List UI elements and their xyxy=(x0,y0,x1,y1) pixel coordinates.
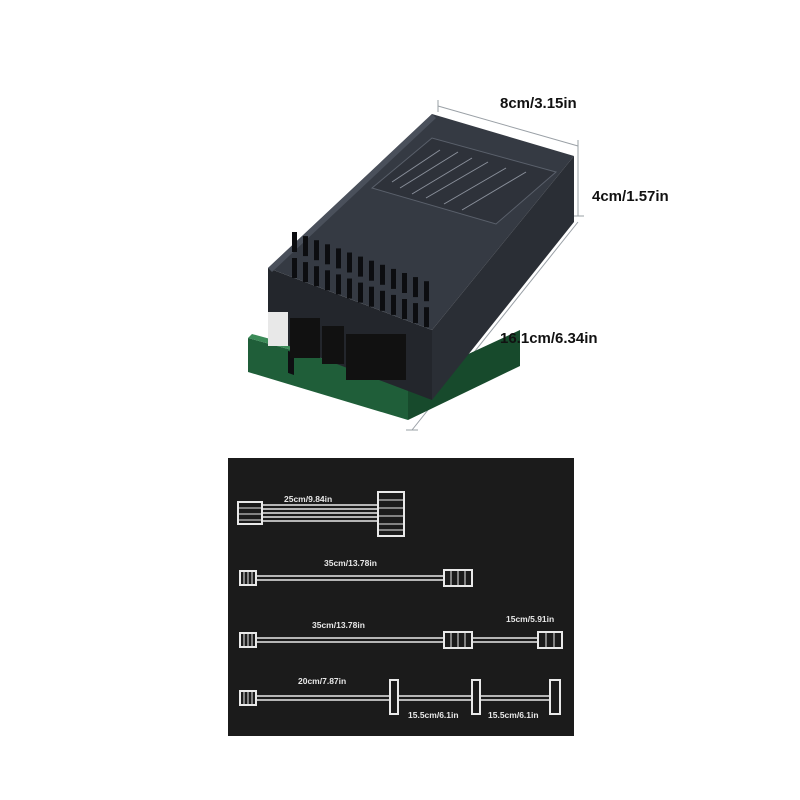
sata-main-length-label: 20cm/7.87in xyxy=(298,676,347,686)
white-connector xyxy=(268,312,288,346)
connectors xyxy=(268,312,406,380)
width-dimension-label: 8cm/3.15in xyxy=(500,95,577,112)
vent-slot xyxy=(358,282,363,303)
pcie-cable xyxy=(239,631,563,649)
cpu-8pin-length-label: 35cm/13.78in xyxy=(324,558,377,568)
vent-slot xyxy=(314,240,319,261)
vent-slot xyxy=(292,232,297,252)
vent-slot xyxy=(358,256,363,277)
vent-slot xyxy=(380,290,385,311)
vent-slot xyxy=(336,248,341,269)
vent-slot xyxy=(413,303,418,324)
atx-24pin-length-label: 25cm/9.84in xyxy=(284,494,333,504)
pcie-main-length-label: 35cm/13.78in xyxy=(312,620,365,630)
cpu-8pin-cable xyxy=(239,569,473,587)
vent-slot xyxy=(314,266,319,287)
vent-slot xyxy=(325,244,330,265)
cable-panel: 25cm/9.84in 35cm/13.78in 35cm/13.78in 15… xyxy=(228,458,574,736)
vent-slot xyxy=(347,278,352,299)
vent-slot xyxy=(413,277,418,298)
sata-cable xyxy=(239,679,561,715)
sata-segment1-length-label: 15.5cm/6.1in xyxy=(408,710,459,720)
vent-slot xyxy=(303,262,308,283)
vent-slot xyxy=(347,252,352,273)
vent-slot xyxy=(336,274,341,295)
height-dimension-label: 4cm/1.57in xyxy=(592,188,669,205)
vent-slot xyxy=(402,299,407,319)
vent-slot xyxy=(369,260,374,281)
power-supply-illustration xyxy=(248,100,584,431)
sata-segment2-length-label: 15.5cm/6.1in xyxy=(488,710,539,720)
atx-24pin-cable xyxy=(237,491,405,537)
length-dimension-label: 16.1cm/6.34in xyxy=(500,330,598,347)
vent-slot xyxy=(424,307,429,328)
vent-grid xyxy=(292,232,429,328)
vent-slot xyxy=(369,286,374,307)
vent-slot xyxy=(424,281,429,302)
vent-slot xyxy=(402,273,407,293)
cable-diagram xyxy=(237,491,563,715)
vent-slot xyxy=(325,270,330,291)
vent-slot xyxy=(292,258,297,278)
pcie-extension-length-label: 15cm/5.91in xyxy=(506,614,555,624)
vent-slot xyxy=(380,264,385,285)
vent-slot xyxy=(391,294,396,315)
vent-slot xyxy=(391,268,396,289)
vent-slot xyxy=(303,236,308,257)
